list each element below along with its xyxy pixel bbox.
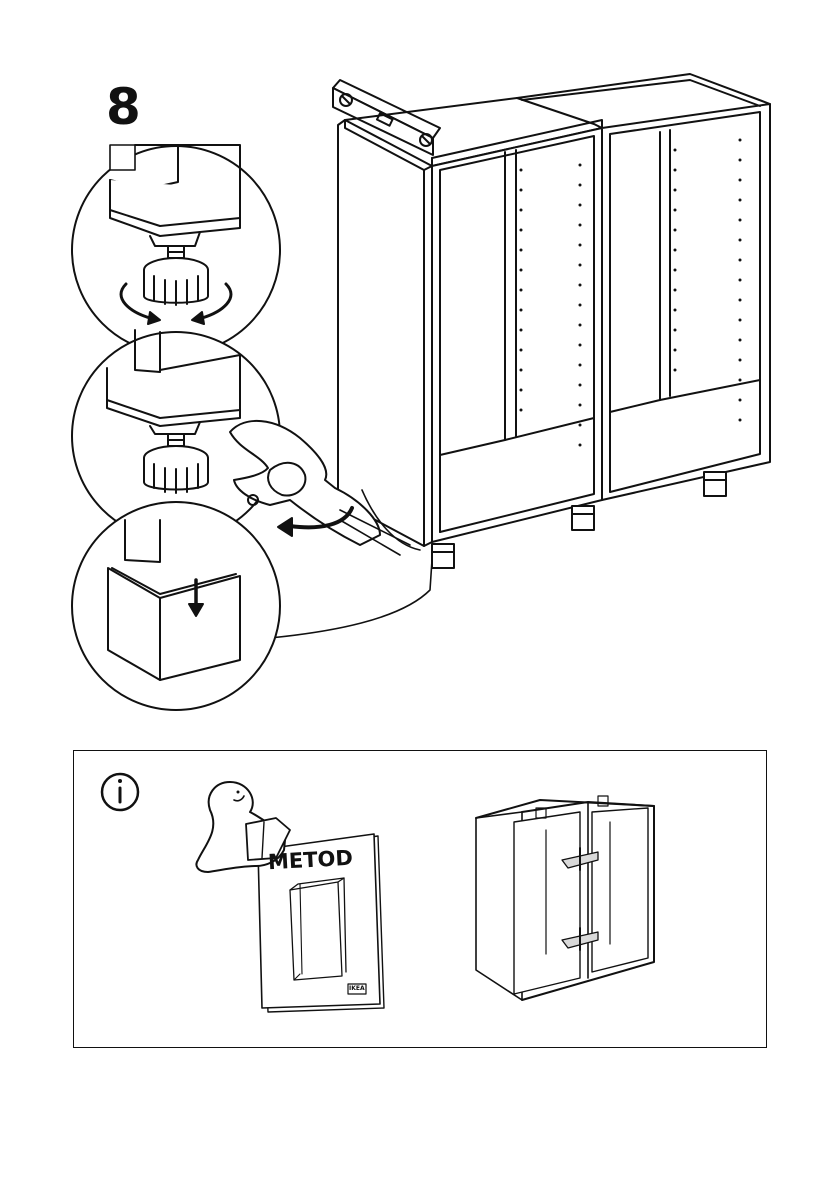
- manual-logo: IKEA: [349, 985, 365, 992]
- detail-circle-rotate-foot: [72, 145, 280, 354]
- left-cabinet: [338, 98, 602, 568]
- detail-callout-outline: [270, 560, 432, 638]
- info-panel: [73, 750, 767, 1048]
- cabinet-pair-illustration: [333, 74, 770, 568]
- manual-title: METOD: [267, 846, 353, 874]
- detail-circle-foot-cover: [72, 502, 280, 710]
